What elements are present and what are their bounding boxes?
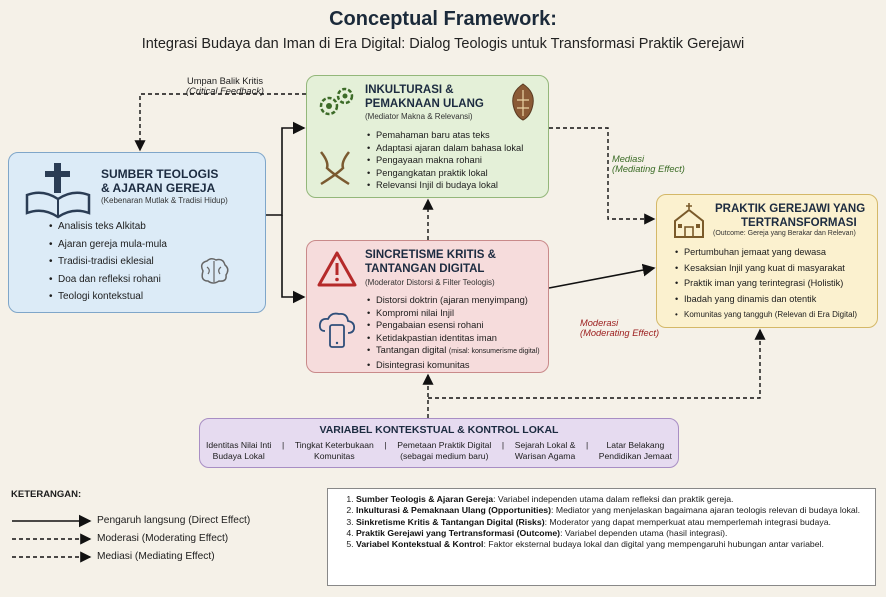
list-item: Kesaksian Injil yang kuat di masyarakat [675,261,857,277]
direct-arrow-to-outcome [548,263,656,289]
warning-icon [317,251,357,287]
list-item: Komunitas yang tangguh (Relevan di Era D… [675,307,857,323]
list-item: Pemahaman baru atas teks [367,129,523,142]
mediation-label: Mediasi (Mediating Effect) [612,154,685,174]
list-item: Tradisi-tradisi eklesial [49,253,167,271]
direct-arrow-to-inculturation [266,121,306,216]
list-item: Distorsi doktrin (ajaran menyimpang) [367,294,540,307]
list-item: Relevansi Injil di budaya lokal [367,179,523,192]
note-item: Sumber Teologis & Ajaran Gereja: Variabe… [356,494,867,505]
list-item: Ibadah yang dinamis dan otentik [675,292,857,308]
context-box: VARIABEL KONTEKSTUAL & KONTROL LOKAL Ide… [199,418,679,468]
list-item-note: (misal: konsumerisme digital) [448,348,540,356]
source-list: Analisis teks Alkitab Ajaran gereja mula… [49,218,167,306]
syncretism-list: Distorsi doktrin (ajaran menyimpang) Kom… [367,294,540,372]
feedback-label: Umpan Balik Kritis (Critical Feedback) [185,76,264,96]
context-col: Pemetaan Praktik Digital(sebagai medium … [397,440,492,461]
note-item: Praktik Gerejawi yang Tertransformasi (O… [356,528,867,539]
outcome-title-2: TERTRANSFORMASI [741,216,857,229]
list-item: Kompromi nilai Injil [367,307,540,320]
outcome-box: PRAKTIK GEREJAWI YANG TERTRANSFORMASI (O… [656,194,878,328]
feedback-arrow [134,93,306,152]
legend-heading: KETERANGAN: [11,489,82,500]
inculturation-title: INKULTURASI & [365,84,454,96]
note-item: Sinkretisme Kritis & Tantangan Digital (… [356,517,867,528]
list-item: Praktik iman yang terintegrasi (Holistik… [675,276,857,292]
list-item: Disintegrasi komunitas [367,359,540,372]
church-icon [674,203,704,238]
direct-arrow-to-syncretism [281,215,306,304]
source-subtitle: (Kebenaran Mutlak & Tradisi Hidup) [101,196,228,205]
mediation-arrow [549,127,656,225]
context-title: VARIABEL KONTEKSTUAL & KONTROL LOKAL [319,424,559,436]
list-item: Pengayaan makna rohani [367,154,523,167]
context-separator: | [501,440,505,450]
list-item: Analisis teks Alkitab [49,218,167,236]
outcome-list: Pertumbuhan jemaat yang dewasa Kesaksian… [675,245,857,323]
inculturation-subtitle: (Mediator Makna & Relevansi) [365,112,473,121]
syncretism-subtitle: (Moderator Distorsi & Filter Teologis) [365,278,495,287]
outcome-subtitle: (Outcome: Gereja yang Berakar dan Releva… [713,230,856,237]
legend-direct: Pengaruh langsung (Direct Effect) [97,515,251,526]
moderation-label: Moderasi (Moderating Effect) [580,318,660,338]
list-item-main: Tantangan digital [376,345,447,356]
notes-box: Sumber Teologis & Ajaran Gereja: Variabe… [327,488,876,586]
list-item: Pertumbuhan jemaat yang dewasa [675,245,857,261]
legend-mediating: Mediasi (Mediating Effect) [97,551,215,562]
outcome-title: PRAKTIK GEREJAWI YANG [715,203,866,215]
source-title: SUMBER TEOLOGIS [101,167,219,181]
context-separator: | [282,440,285,450]
list-item: Tantangan digital (misal: konsumerisme d… [367,344,540,359]
source-box: SUMBER TEOLOGIS & AJARAN GEREJA (Kebenar… [8,152,266,313]
wayang-icon [512,83,534,121]
gears-icon [319,87,354,116]
context-col: Sejarah Lokal &Warisan Agama [514,440,576,461]
bible-cross-icon [25,163,91,219]
list-item: Adaptasi ajaran dalam bahasa lokal [367,142,523,155]
legend-moderating: Moderasi (Moderating Effect) [97,533,229,544]
list-item: Pengabaian esensi rohani [367,319,540,332]
context-arrow-to-outcome [428,328,766,399]
inculturation-title-2: PEMAKNAAN ULANG [365,97,484,110]
list-item: Ketidakpastian identitas iman [367,332,540,345]
notes-list: Sumber Teologis & Ajaran Gereja: Variabe… [342,494,867,550]
context-separator: | [384,440,387,450]
note-item: Variabel Kontekstual & Kontrol: Faktor e… [356,539,867,550]
inculturation-box: INKULTURASI & PEMAKNAAN ULANG (Mediator … [306,75,549,198]
syncretism-title: SINCRETISME KRITIS & [365,249,496,261]
syncretism-box: SINCRETISME KRITIS & TANTANGAN DIGITAL (… [306,240,549,373]
crossed-keris-icon [320,151,350,186]
note-item: Inkulturasi & Pemaknaan Ulang (Opportuni… [356,505,867,516]
source-title-2: & AJARAN GEREJA [101,181,216,195]
inculturation-list: Pemahaman baru atas teks Adaptasi ajaran… [367,129,523,192]
list-item: Teologi kontekstual [49,288,167,306]
brain-icon [200,257,229,284]
list-item: Doa dan refleksi rohani [49,271,167,289]
context-separator: | [585,440,589,450]
syncretism-title-2: TANTANGAN DIGITAL [365,262,485,275]
page-subtitle: Integrasi Budaya dan Iman di Era Digital… [141,36,745,52]
cloud-phone-icon [318,312,356,348]
list-item: Pengangkatan praktik lokal [367,167,523,180]
list-item: Ajaran gereja mula-mula [49,236,167,254]
page-title: Conceptual Framework: [329,8,557,30]
